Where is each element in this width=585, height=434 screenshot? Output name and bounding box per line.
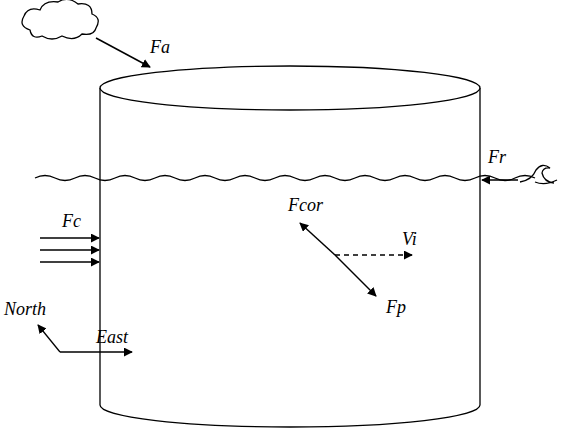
cloud — [22, 0, 98, 39]
wave — [520, 165, 557, 183]
force-arrow — [482, 179, 518, 181]
axis-label: North — [4, 300, 46, 318]
cylinder-body — [100, 88, 480, 427]
current-arrow — [40, 249, 99, 251]
axis-label: East — [96, 328, 128, 346]
water-surface — [35, 176, 535, 181]
force-arrow — [335, 255, 376, 296]
force-label: Fr — [488, 148, 506, 166]
current-arrow — [40, 261, 99, 263]
velocity-arrow — [335, 254, 412, 255]
force-label: Fcor — [288, 196, 323, 214]
force-label: Fc — [62, 212, 81, 230]
axis-arrow — [60, 351, 132, 352]
current-arrow — [40, 237, 99, 239]
cylinder-top — [100, 66, 480, 110]
velocity-label: Vi — [402, 230, 417, 248]
force-arrow — [300, 223, 335, 255]
force-label: Fp — [386, 298, 406, 316]
force-label: Fa — [150, 38, 170, 56]
force-arrow — [96, 38, 150, 67]
axis-arrow — [38, 325, 60, 352]
